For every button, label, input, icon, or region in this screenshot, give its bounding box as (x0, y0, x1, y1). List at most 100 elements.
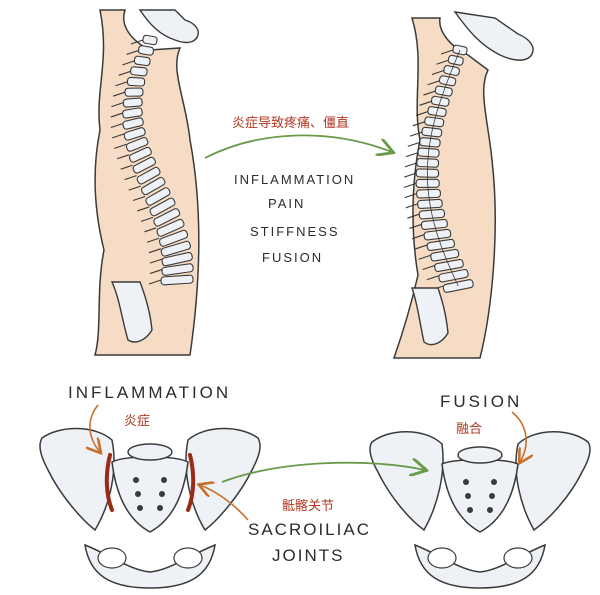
spinous-process (148, 279, 162, 285)
vertebra (160, 240, 191, 257)
arrow-caption-cn: 炎症导致疼痛、僵直 (232, 116, 350, 131)
vertebra (132, 156, 156, 174)
spinous-process (115, 81, 128, 87)
spinous-process (404, 172, 417, 178)
spinous-process (423, 90, 436, 96)
inflammation-pointer-arrow (90, 404, 100, 452)
symptom-fusion: FUSION (262, 250, 324, 265)
vertebra (140, 176, 166, 196)
symptom-inflammation: INFLAMMATION (234, 172, 356, 187)
vertebra (160, 274, 194, 286)
vertebra (161, 251, 193, 267)
vertebra (122, 97, 143, 108)
pelvis-inflamed (39, 427, 261, 589)
spinous-process (130, 39, 144, 45)
spinous-process (405, 152, 419, 158)
fused-spine-figure (392, 11, 534, 359)
left-vertebrae (110, 34, 194, 286)
pelvis-fused (369, 431, 591, 589)
vertebra (123, 127, 146, 141)
spinous-process (407, 213, 420, 219)
spinous-process (407, 141, 420, 147)
spinous-process (409, 131, 423, 137)
left-skull-jaw (138, 9, 199, 44)
sacroiliac-label-line2: JOINTS (272, 546, 345, 565)
spinous-process (404, 193, 417, 199)
right-pelvis-ilium-left (369, 431, 444, 532)
spinous-process (111, 102, 124, 108)
spinous-process (132, 196, 146, 202)
inflammation-label: INFLAMMATION (68, 383, 232, 402)
vertebra (137, 45, 155, 56)
left-pelvis-sacrum (111, 456, 189, 533)
vertebra (153, 208, 181, 227)
spinous-process (112, 91, 126, 97)
spinous-process (140, 216, 154, 222)
right-skull-jaw (453, 11, 534, 61)
spinous-process (419, 100, 432, 106)
spinous-process (149, 258, 163, 264)
spinous-process (122, 60, 135, 66)
fusion-pointer-arrow (511, 411, 526, 462)
vertebra (126, 76, 146, 87)
fused-spine-line (426, 49, 461, 287)
spinous-process (427, 80, 440, 86)
spinous-process (126, 49, 139, 55)
spinous-process (149, 269, 163, 275)
spinous-process (431, 69, 445, 76)
spinous-process (111, 133, 125, 139)
spinous-process (411, 234, 425, 240)
spinous-process (440, 49, 454, 55)
left-pelvis-ilium-left (39, 427, 115, 532)
healthy-spine-figure (94, 9, 200, 356)
vertebra (145, 187, 171, 206)
spinous-process (110, 122, 124, 128)
spinous-process (118, 70, 131, 76)
right-pelvis-sacrum (441, 458, 519, 533)
right-pelvis-ilium-right (515, 431, 591, 532)
vertebra (124, 87, 144, 97)
spinous-process (409, 223, 422, 229)
sacroiliac-label-cn: 骶髂关节 (282, 499, 335, 514)
spinous-process (114, 143, 127, 149)
vertebra (156, 218, 185, 237)
vertebra (130, 66, 148, 77)
vertebra (125, 136, 149, 152)
spinous-process (412, 121, 425, 127)
inflamed-joint-right (186, 453, 196, 512)
symptom-stiffness: STIFFNESS (250, 224, 340, 239)
inflamed-joint-left (104, 453, 114, 512)
left-sacral-foramina (133, 477, 167, 511)
spinous-process (137, 206, 150, 212)
fusion-label-cn: 融合 (456, 422, 483, 437)
vertebra (161, 263, 194, 276)
symptom-pain: PAIN (268, 196, 306, 211)
progression-arrow-bottom (221, 463, 425, 483)
fusion-label: FUSION (440, 392, 523, 411)
right-sacrum (411, 287, 449, 346)
vertebra (133, 55, 151, 67)
vertebra (149, 197, 176, 217)
vertebra (142, 34, 158, 46)
spinous-process (110, 112, 123, 118)
spinous-process (415, 111, 429, 117)
inflammation-label-cn: 炎症 (124, 414, 151, 429)
right-pelvis-pubis (414, 543, 546, 589)
spinous-process (116, 154, 130, 160)
spinous-process (415, 244, 428, 250)
spinous-process (426, 275, 440, 281)
spinous-process (418, 254, 431, 260)
vertebra (122, 107, 143, 119)
spinous-process (405, 203, 418, 209)
spinous-process (128, 185, 141, 191)
right-sacral-foramina (463, 479, 497, 513)
spinous-process (403, 182, 417, 188)
left-pelvis-pubis (84, 543, 216, 589)
vertebra (122, 117, 144, 130)
spinous-process (144, 227, 157, 233)
spinous-process (146, 237, 160, 243)
spinous-process (422, 264, 435, 270)
spinous-process (148, 248, 162, 254)
joint-pointer-arrow (200, 485, 249, 521)
